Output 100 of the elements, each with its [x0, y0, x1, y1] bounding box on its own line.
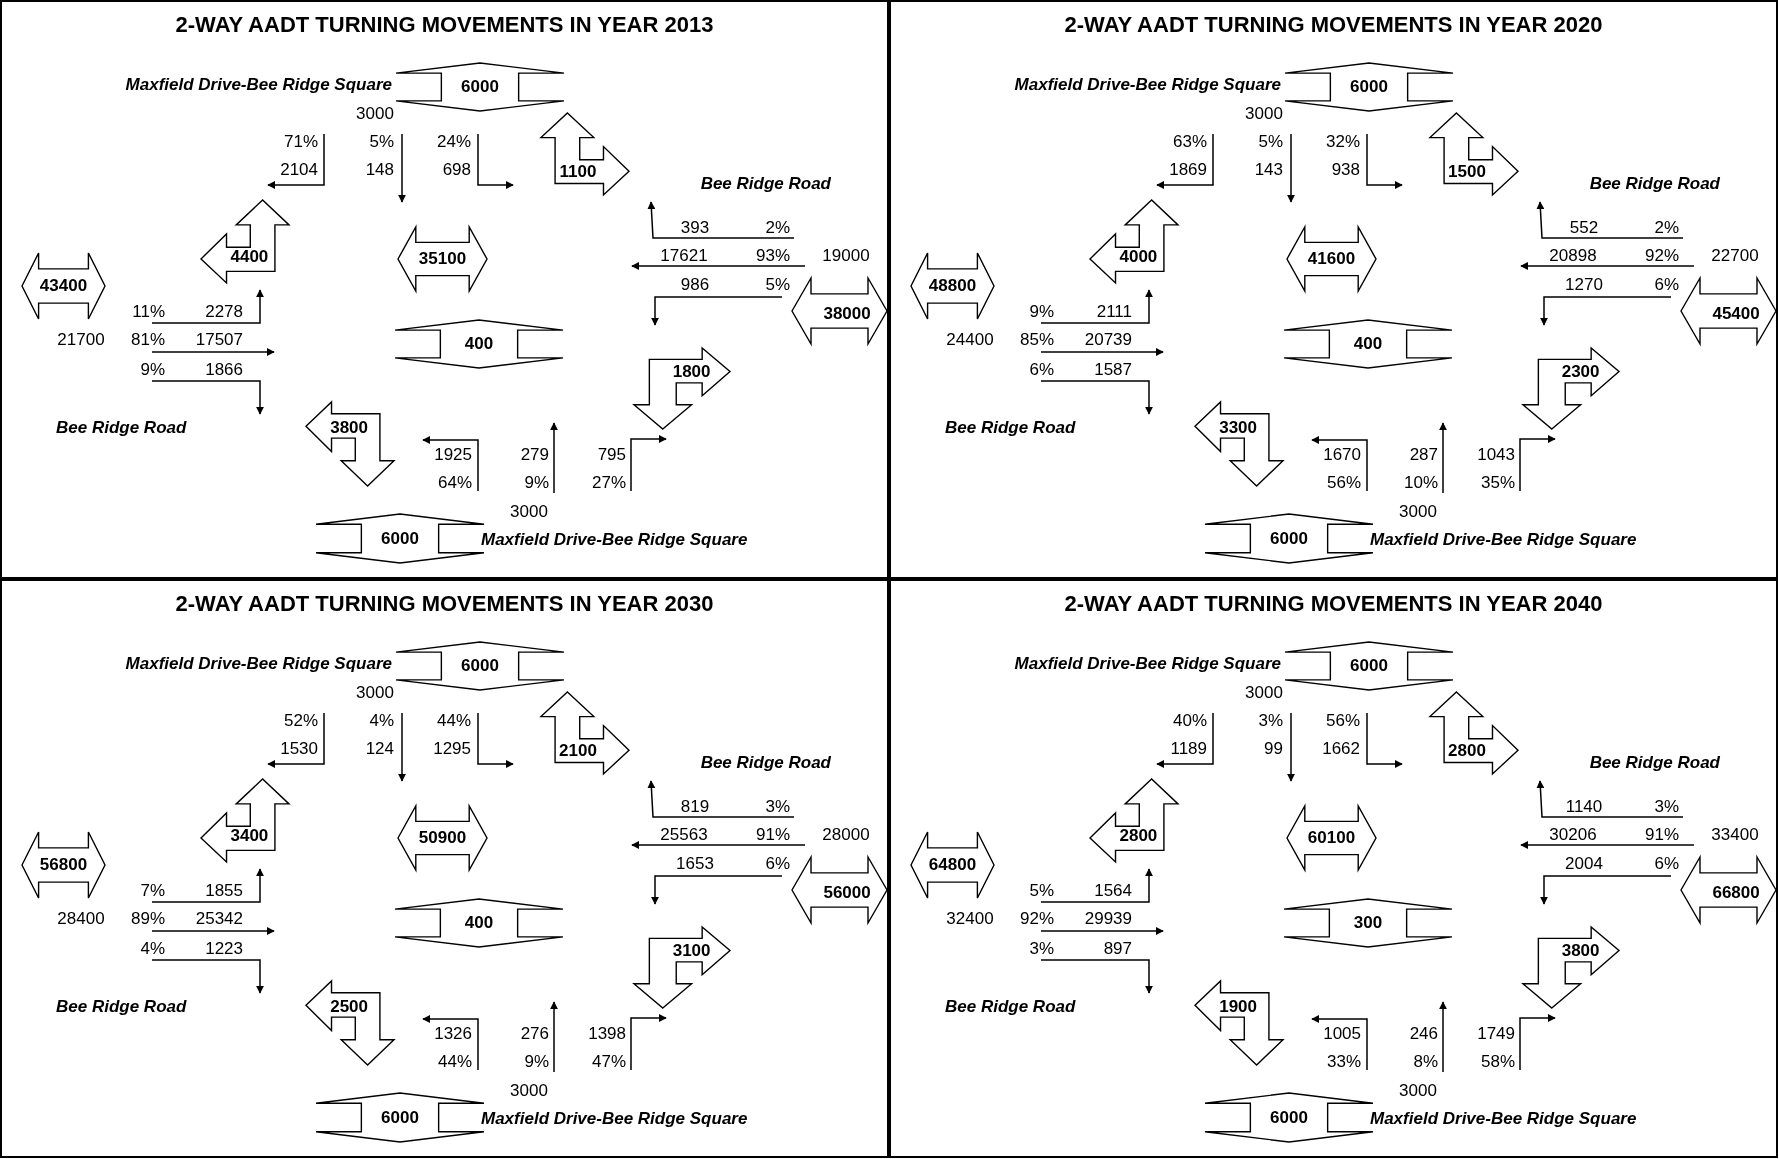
- percent-value: 63%: [1172, 131, 1207, 151]
- double-arrow-sign: [22, 832, 105, 898]
- volume-value: 1140: [1565, 796, 1603, 816]
- volume-value: 1866: [205, 359, 243, 379]
- percent-value: 91%: [1644, 824, 1679, 844]
- double-arrow-sign: [398, 806, 487, 870]
- bent-arrow-sign: [1430, 692, 1518, 774]
- percent-value: 11%: [132, 301, 165, 321]
- volume-value: 2004: [1565, 853, 1603, 873]
- percent-value: 3%: [765, 796, 790, 816]
- volume-value: 3000: [510, 1080, 548, 1100]
- percent-value: 4%: [140, 938, 165, 958]
- percent-value: 6%: [1654, 853, 1679, 873]
- road-name: Bee Ridge Road: [1589, 752, 1720, 772]
- road-name: Bee Ridge Road: [56, 996, 187, 1016]
- volume-value: 938: [1331, 159, 1360, 179]
- volume-value: 1326: [434, 1023, 472, 1043]
- volume-value: 2278: [205, 301, 243, 321]
- percent-value: 93%: [755, 245, 790, 265]
- volume-value: 3000: [356, 103, 394, 123]
- percent-value: 5%: [1029, 880, 1054, 900]
- bent-arrow-sign: [201, 200, 289, 283]
- volume-value: 19000: [822, 245, 870, 265]
- double-arrow-sign: [395, 320, 563, 368]
- bent-arrow-sign: [306, 402, 394, 486]
- volume-value: 28000: [822, 824, 870, 844]
- percent-value: 3%: [1029, 938, 1054, 958]
- volume-value: 552: [1569, 217, 1599, 237]
- bent-arrow-sign: [201, 779, 289, 862]
- double-arrow-sign: [396, 63, 564, 111]
- double-arrow-sign: [1681, 278, 1776, 344]
- bent-arrow-sign: [1523, 927, 1619, 1008]
- percent-value: 64%: [437, 472, 472, 492]
- double-arrow-sign: [1284, 320, 1452, 368]
- volume-value: 1398: [588, 1023, 626, 1043]
- volume-value: 30206: [1549, 824, 1597, 844]
- percent-value: 9%: [140, 359, 165, 379]
- panel-title: 2-WAY AADT TURNING MOVEMENTS IN YEAR 2040: [1064, 591, 1603, 617]
- panel-title: 2-WAY AADT TURNING MOVEMENTS IN YEAR 2020: [1064, 12, 1603, 38]
- volume-value: 3000: [1245, 682, 1283, 702]
- volume-value: 246: [1409, 1023, 1438, 1043]
- road-name: Bee Ridge Road: [1589, 173, 1720, 193]
- bent-arrow-sign: [306, 981, 394, 1065]
- bent-arrow-sign: [634, 348, 730, 429]
- percent-value: 71%: [283, 131, 318, 151]
- volume-value: 1670: [1323, 444, 1361, 464]
- percent-value: 35%: [1480, 472, 1515, 492]
- percent-value: 44%: [437, 1051, 472, 1071]
- volume-value: 17621: [660, 245, 708, 265]
- road-name: Maxfield Drive-Bee Ridge Square: [1370, 529, 1637, 549]
- volume-value: 17507: [195, 329, 243, 349]
- bent-arrow-sign: [1523, 348, 1619, 429]
- percent-value: 7%: [140, 880, 165, 900]
- volume-value: 1749: [1477, 1023, 1515, 1043]
- percent-value: 27%: [591, 472, 626, 492]
- double-arrow-sign: [1285, 642, 1453, 690]
- road-name: Bee Ridge Road: [700, 173, 831, 193]
- volume-value: 3000: [356, 682, 394, 702]
- percent-value: 6%: [1654, 274, 1679, 294]
- percent-value: 6%: [1029, 359, 1054, 379]
- volume-value: 32400: [946, 908, 994, 928]
- double-arrow-sign: [395, 899, 563, 947]
- volume-value: 1587: [1094, 359, 1132, 379]
- percent-value: 40%: [1172, 710, 1207, 730]
- volume-value: 1530: [280, 738, 318, 758]
- volume-value: 1295: [433, 738, 471, 758]
- percent-value: 52%: [283, 710, 318, 730]
- road-name: Maxfield Drive-Bee Ridge Square: [481, 529, 748, 549]
- percent-value: 4%: [369, 710, 394, 730]
- volume-value: 1005: [1323, 1023, 1361, 1043]
- bent-arrow-sign: [1090, 779, 1178, 862]
- percent-value: 5%: [765, 274, 790, 294]
- percent-value: 91%: [755, 824, 790, 844]
- double-arrow-sign: [1287, 227, 1376, 291]
- double-arrow-sign: [792, 857, 887, 923]
- volume-value: 124: [365, 738, 394, 758]
- road-name: Maxfield Drive-Bee Ridge Square: [1014, 74, 1281, 94]
- road-name: Maxfield Drive-Bee Ridge Square: [1014, 653, 1281, 673]
- bent-arrow-sign: [1195, 402, 1283, 486]
- volume-value: 1662: [1322, 738, 1360, 758]
- volume-value: 986: [680, 274, 710, 294]
- bent-arrow-sign: [541, 692, 629, 774]
- bent-arrow-sign: [1430, 113, 1518, 195]
- percent-value: 92%: [1019, 908, 1054, 928]
- panel-title: 2-WAY AADT TURNING MOVEMENTS IN YEAR 2030: [175, 591, 714, 617]
- percent-value: 9%: [524, 472, 549, 492]
- double-arrow-sign: [1287, 806, 1376, 870]
- percent-value: 33%: [1326, 1051, 1361, 1071]
- percent-value: 9%: [524, 1051, 549, 1071]
- volume-value: 3000: [1245, 103, 1283, 123]
- double-arrow-sign: [1681, 857, 1776, 923]
- volume-value: 1855: [205, 880, 243, 900]
- volume-value: 21700: [57, 329, 105, 349]
- double-arrow-sign: [792, 278, 887, 344]
- percent-value: 89%: [130, 908, 165, 928]
- percent-value: 56%: [1325, 710, 1360, 730]
- volume-value: 819: [680, 796, 710, 816]
- volume-value: 1925: [434, 444, 472, 464]
- percent-value: 9%: [1029, 301, 1054, 321]
- volume-value: 287: [1409, 444, 1438, 464]
